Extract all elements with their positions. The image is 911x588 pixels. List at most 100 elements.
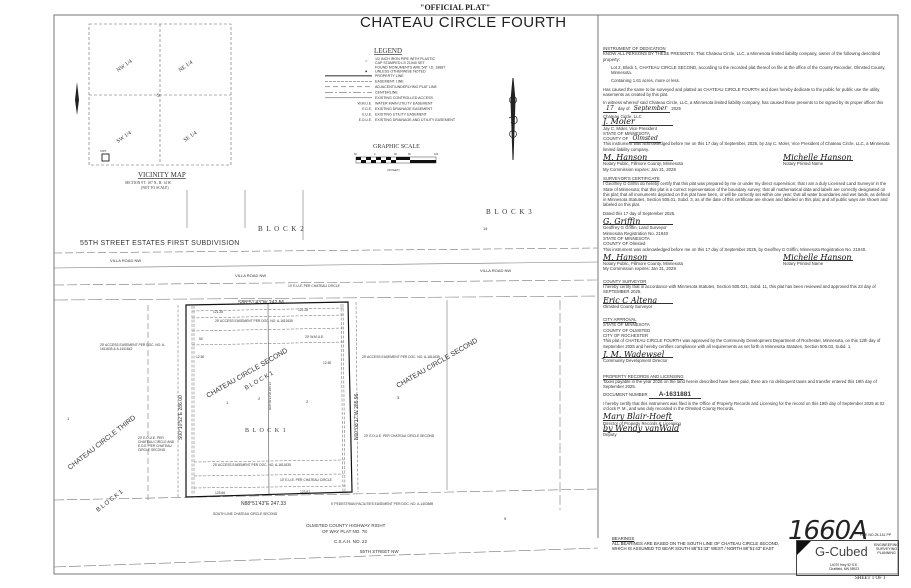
surveyor-name: Geoffrey G Griffin, Land Surveyor (603, 225, 667, 231)
county_surveyor-h: COUNTY SURVEYOR (603, 278, 647, 284)
records-p2: I hereby certify that this instrument wa… (603, 400, 885, 412)
dedication-printed_sig: Michelle Hanson (783, 153, 853, 163)
plat-north_bearing: S88°51'43"W 242.56 (238, 300, 284, 306)
dedication-p5b: day of (617, 105, 630, 111)
plat-villa1: VILLA ROAD NW (110, 258, 141, 263)
scale-segment (391, 160, 396, 163)
svg-text:WATER MAIN UTILITY EASEMENT: WATER MAIN UTILITY EASEMENT (375, 101, 433, 105)
plat-wmue: 20' W.M.U.E. (305, 335, 324, 339)
bearings-note: BEARINGS ALL BEARINGS ARE BASED ON THE S… (612, 536, 779, 551)
svg-text:●: ● (365, 68, 368, 73)
plat-east_bearing: N00°08'17"W 285.96 (354, 393, 360, 440)
surveyor-notary_line: Notary Public, Fillmore County, Minnesot… (603, 261, 683, 267)
sheet-number: SHEET 1 OF 1 (855, 576, 886, 581)
official-plat-label: "OFFICIAL PLAT" (420, 3, 491, 12)
dedication-signer: Jay C. Moler, Vice President (603, 125, 657, 131)
plat-second: CHATEAU CIRCLE SECOND (396, 337, 480, 389)
plat-lot14: 14 (483, 226, 488, 231)
legend-title: LEGEND (374, 47, 402, 55)
plat-seg_s2: 123.67 (300, 490, 310, 494)
records-h: PROPERTY RECORDS AND LICENSING (603, 373, 684, 379)
dedication-h: INSTRUMENT OF DEDICATION (603, 46, 666, 51)
plat-dim_w: 12.50 (196, 355, 204, 359)
plat-third: CHATEAU CIRCLE THIRD (67, 414, 137, 471)
dedication-notary_sig: M. Hanson (603, 153, 673, 162)
vicinity-quarters-3: SE 1/4 (183, 130, 199, 144)
city-l2: COUNTY OF OLMSTED (603, 327, 651, 333)
q: NW 1/4 (116, 59, 134, 74)
vicinity-site: SITE (100, 149, 107, 153)
north-arrow-icon (75, 82, 79, 115)
records-sig2: by Wendy vanWald (603, 423, 680, 433)
surveyor-printed: Notary Printed Name (783, 261, 824, 267)
scale-tick: 30 (394, 153, 397, 156)
surveyor-notary_sig: M. Hanson (603, 253, 673, 261)
sheet-border (53, 14, 899, 575)
svg-text:EXISTING CONTROLLED ACCESS: EXISTING CONTROLLED ACCESS (375, 96, 434, 100)
plat-seg_s1: 123.66 (215, 491, 225, 495)
dedication-day: 17 (603, 104, 617, 113)
svg-text:ADJACENT/UNDERLYING PLAT LINE: ADJACENT/UNDERLYING PLAT LINE (375, 85, 438, 89)
scale-segment (371, 160, 376, 163)
surveyor-h: SURVEYOR'S CERTIFICATE (603, 175, 660, 181)
scale-segment (366, 157, 371, 160)
plat-hwy1: OLMSTED COUNTY HIGHWAY RIGHT (306, 523, 386, 528)
legend: LEGEND ○1/2 INCH IRON PIPE WITH PLASTICC… (325, 47, 456, 122)
plat-lots-2: 2 (306, 399, 309, 404)
records-sig1: Mary Blair-Hoeft (603, 412, 673, 422)
city-sig: J. M. Wadewsel (603, 350, 673, 359)
plat-street: 55TH STREET NW (360, 549, 399, 554)
scale-title: GRAPHIC SCALE (373, 144, 420, 150)
scale-segment (386, 157, 391, 160)
dedication-p1: KNOW ALL PERSONS BY THESE PRESENTS: That… (603, 51, 881, 62)
company-name: G-Cubed (815, 544, 868, 559)
g-cubed-logo-icon (797, 541, 811, 555)
dedication-state: STATE OF MINNESOTA (603, 130, 650, 136)
legend-item: ●FOUND MONUMENTS ARE 5/8" I.D. 18887UNLE… (365, 65, 445, 73)
dedication-year: 2025 (671, 105, 681, 111)
legend-item: EASEMENT LINE (325, 79, 404, 83)
city-title: Community Development Director (603, 358, 668, 364)
legend-item: PROPERTY LINE (325, 74, 404, 78)
svg-text:E.U.E.: E.U.E. (362, 112, 372, 116)
scale-segment (361, 160, 366, 163)
document-number: A-1631881 (648, 391, 701, 400)
dedication-notary_line: Notary Public, Fillmore County, Minnesot… (603, 161, 683, 167)
surveyor-ack: This instrument was acknowledged before … (603, 246, 867, 252)
surveyor-sig: G. Griffin (603, 217, 673, 226)
legend-item: ADJACENT/UNDERLYING PLAT LINE (325, 85, 438, 89)
titleblock-services-1: SURVEYING (876, 547, 898, 552)
svg-text:○: ○ (365, 58, 368, 63)
bearings-l1: ALL BEARINGS ARE BASED ON THE SOUTH LINE… (612, 541, 780, 546)
city-h: CITY APPROVAL (603, 317, 637, 323)
surveyor-county: COUNTY OF Olmsted (603, 241, 646, 247)
plat-edue_e: 20' E.D.U.E. PER CHATEAU CIRCLE SECOND (364, 434, 435, 438)
dedication-p3: Containing 1.61 acres, more or less. (611, 78, 681, 84)
plat-ue_n: 10' E.U.E. PER CHATEAU CIRCLE (288, 284, 341, 288)
scale-segment (410, 160, 436, 163)
plat-csah: C.S.A.H. NO. 22 (334, 539, 368, 544)
titleblock-addr2: Chatfield, MN 55923 (829, 567, 860, 571)
dedication-county_name: Olmsted (629, 135, 661, 144)
surveyor-commission: My Commission expires: Jan 31, 2029 (603, 266, 676, 272)
vicinity-sub2: (NOT TO SCALE) (141, 186, 169, 190)
plat-third_block: B L O C K 1 (96, 489, 125, 514)
surveyor-reg: Minnesota Registration No. 21940 (603, 230, 668, 236)
titleblock-services-2: PLANNING (877, 551, 896, 556)
surveyor-dated: Dated this 17 day of September 2025. (603, 210, 676, 216)
plat-ue_s: 10' E.U.E. PER CHATEAU CIRCLE (280, 478, 333, 482)
records-t1: Director of Property Records & Licensing (603, 420, 681, 426)
vicinity-quarters-1: NE 1/4 (178, 60, 195, 74)
svg-text:EXISTING DRAINAGE EASEMENT: EXISTING DRAINAGE EASEMENT (375, 107, 433, 111)
plat-dim_e: 12.50 (323, 361, 331, 365)
plat-seg_n1: 121.28 (213, 310, 223, 314)
svg-text:EASEMENT LINE: EASEMENT LINE (375, 79, 404, 83)
city-l3: CITY OF ROCHESTER (603, 333, 649, 339)
vicinity-map (88, 23, 232, 166)
svg-text:UNLESS OTHERWISE NOTED: UNLESS OTHERWISE NOTED (375, 70, 426, 74)
plat-access_n: 25' ACCESS EASEMENT PER DOC. NO. A-16116… (215, 319, 293, 323)
west-drainage-utility-easement-label: 20' E.D.U.E. PER CHATEAU CIRCLE AND E.D.… (138, 436, 175, 452)
